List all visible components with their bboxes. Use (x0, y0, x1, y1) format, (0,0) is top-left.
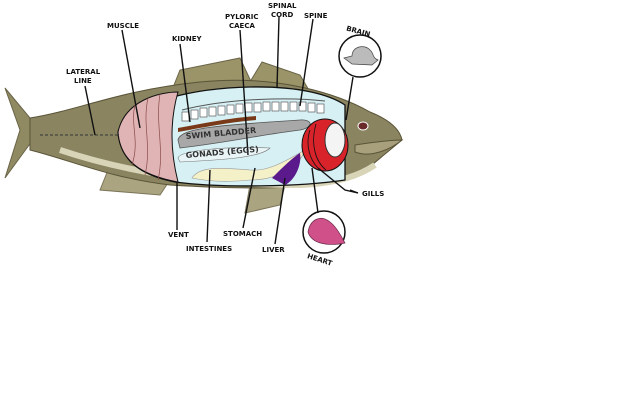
label-vent: VENT (168, 231, 189, 239)
eye (357, 121, 369, 131)
label-intestines: INTESTINES (186, 245, 232, 253)
label-muscle: MUSCLE (107, 22, 139, 30)
spinal-cord (181, 98, 326, 111)
label-lateral-line-2: LINE (74, 77, 92, 85)
mouth (354, 139, 404, 155)
label-stomach: STOMACH (223, 230, 262, 238)
label-lateral-line-1: LATERAL (66, 68, 101, 76)
label-liver: LIVER (262, 246, 285, 254)
label-spinal-cord-1: SPINAL (268, 2, 297, 10)
brain-icon (343, 46, 379, 66)
kidney (178, 116, 256, 132)
label-kidney: KIDNEY (172, 35, 202, 43)
muscle-region (117, 91, 179, 183)
muscle-lines (131, 93, 161, 181)
swim-bladder (177, 119, 311, 149)
label-pyloric-caeca-1: PYLORIC (225, 13, 259, 21)
label-pyloric-caeca-2: CAECA (229, 22, 255, 30)
label-spine: SPINE (304, 12, 328, 20)
label-gills: GILLS (362, 190, 384, 198)
label-heart: HEART (306, 252, 333, 268)
vertebrae (181, 101, 325, 122)
gonads (177, 147, 271, 163)
heart-icon (307, 218, 346, 245)
label-spinal-cord-2: CORD (271, 11, 293, 19)
tail-fin (4, 87, 41, 179)
liver (272, 153, 301, 185)
